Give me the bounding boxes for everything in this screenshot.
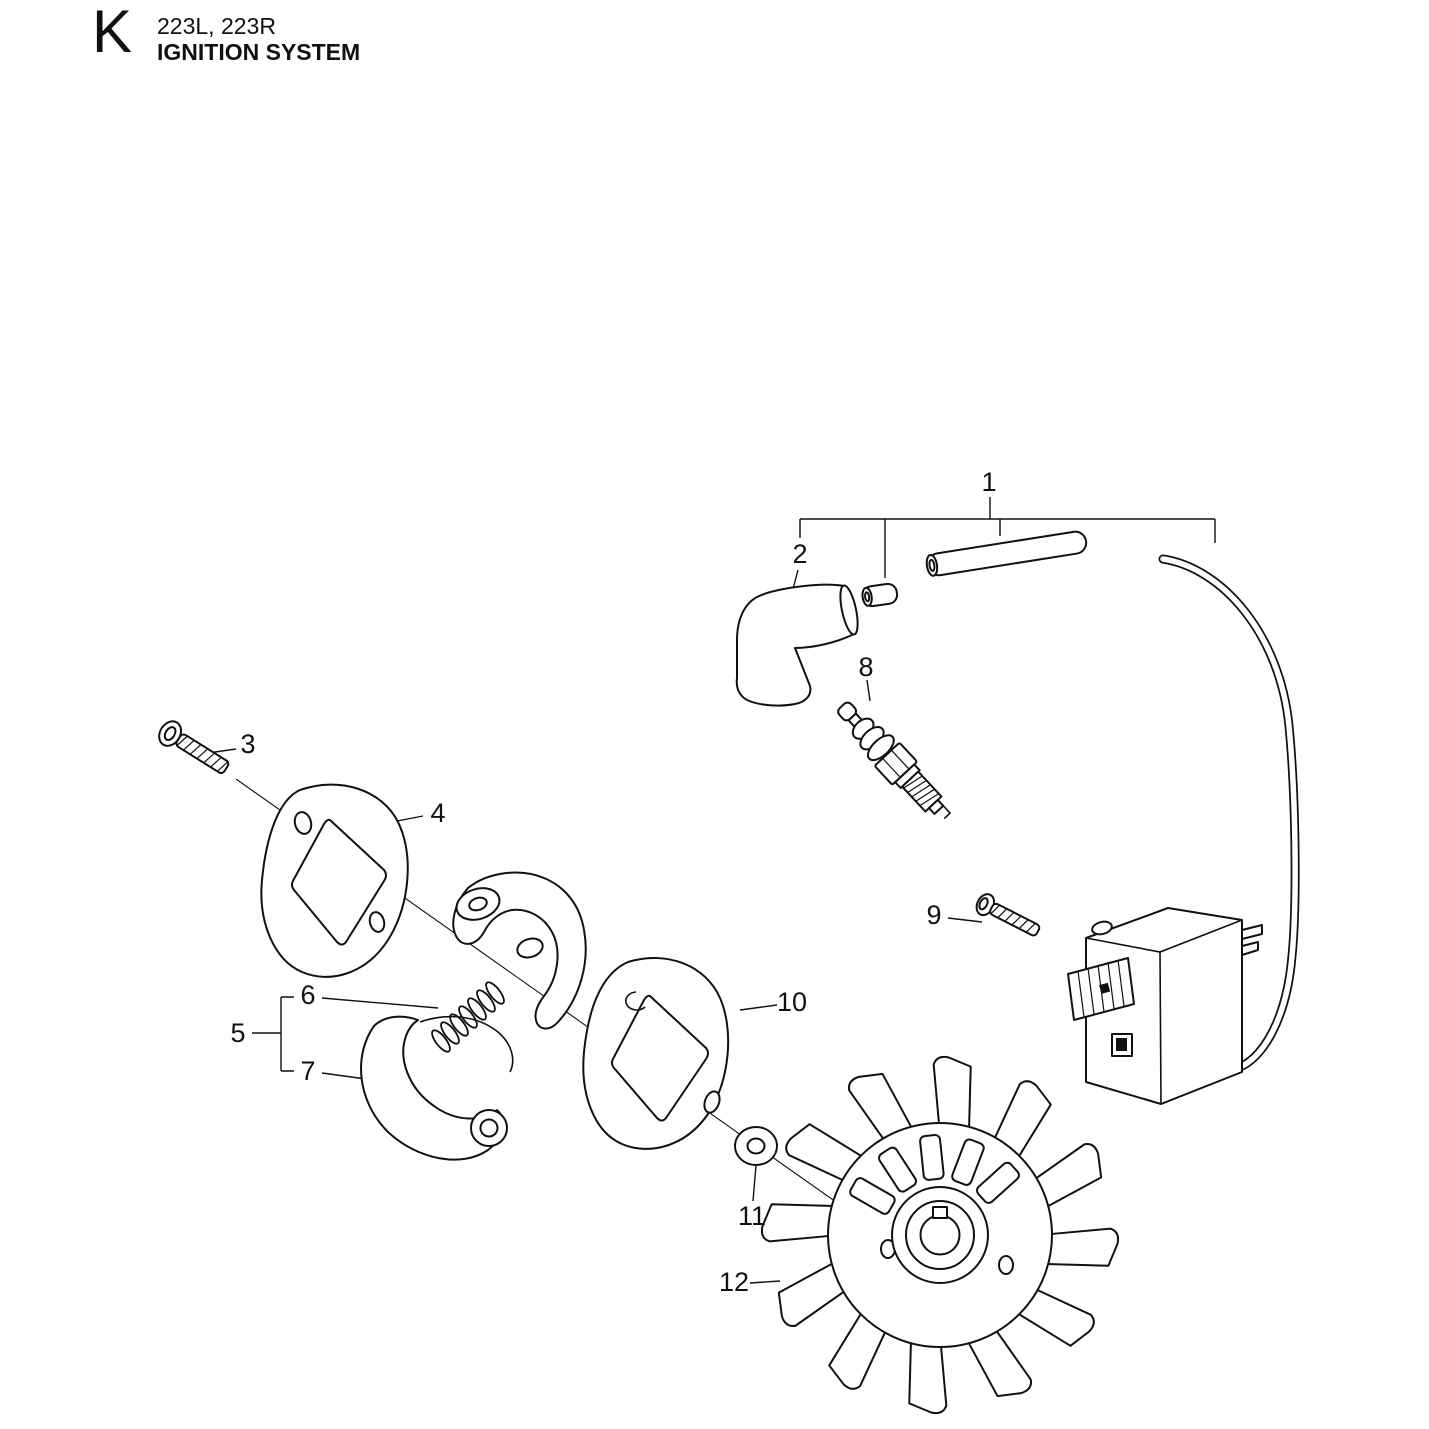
ignition-sleeve-drawing: [861, 582, 899, 608]
page-title: IGNITION SYSTEM: [157, 39, 361, 65]
section-letter: K: [92, 0, 133, 65]
flywheel-fins: [760, 1055, 1120, 1415]
part-label-3: 3: [240, 729, 255, 759]
part-label-12: 12: [719, 1267, 749, 1297]
part-label-4: 4: [430, 798, 445, 828]
module-terminal-prong: [1241, 941, 1259, 956]
clutch-shoe-drawing: [360, 1015, 514, 1161]
part-label-9: 9: [926, 900, 941, 930]
module-terminal-prong: [1241, 924, 1263, 940]
spring-drawing: [431, 981, 505, 1053]
part-label-5: 5: [230, 1018, 245, 1048]
washer-drawing: [734, 1126, 778, 1166]
plate10-drawing: [582, 957, 730, 1150]
label7-leader-line: [321, 1072, 367, 1080]
label4-leader-line: [396, 815, 424, 822]
label9-leader-line: [947, 917, 983, 923]
label12-leader-line: [749, 1280, 781, 1284]
model-numbers: 223L, 223R: [157, 13, 276, 39]
part-label-7: 7: [300, 1056, 315, 1086]
ignition-wire-drawing: [1158, 554, 1300, 1075]
flywheel-drawing: [760, 1055, 1120, 1415]
label10-leader-line: [739, 1004, 778, 1011]
part-label-6: 6: [300, 980, 315, 1010]
ignition-tube-drawing: [925, 530, 1088, 577]
label5-bracket-line: [252, 996, 294, 1072]
part-label-2: 2: [792, 539, 807, 569]
label11-leader-line: [752, 1164, 757, 1202]
part-label-8: 8: [858, 652, 873, 682]
label1-bracket-line: [799, 497, 1216, 578]
flywheel-keyway: [932, 1206, 948, 1219]
plate4-drawing: [260, 783, 409, 978]
spark-plug-drawing: [837, 701, 952, 820]
screw3-drawing: [158, 720, 230, 774]
ignition-module-drawing: [1067, 907, 1263, 1105]
part-label-10: 10: [777, 987, 807, 1017]
clutch-carrier-drawing: [452, 871, 587, 1030]
label8-leader-line: [866, 679, 871, 702]
flywheel-magnet-slots: [849, 1133, 1020, 1215]
label2-leader-line: [792, 569, 799, 590]
spark-plug-boot-drawing: [735, 583, 859, 707]
label6-leader-line: [321, 997, 439, 1009]
flywheel-bore: [919, 1214, 961, 1256]
screw9-drawing: [975, 893, 1041, 937]
part-label-1: 1: [981, 467, 996, 497]
part-label-11: 11: [738, 1201, 766, 1231]
